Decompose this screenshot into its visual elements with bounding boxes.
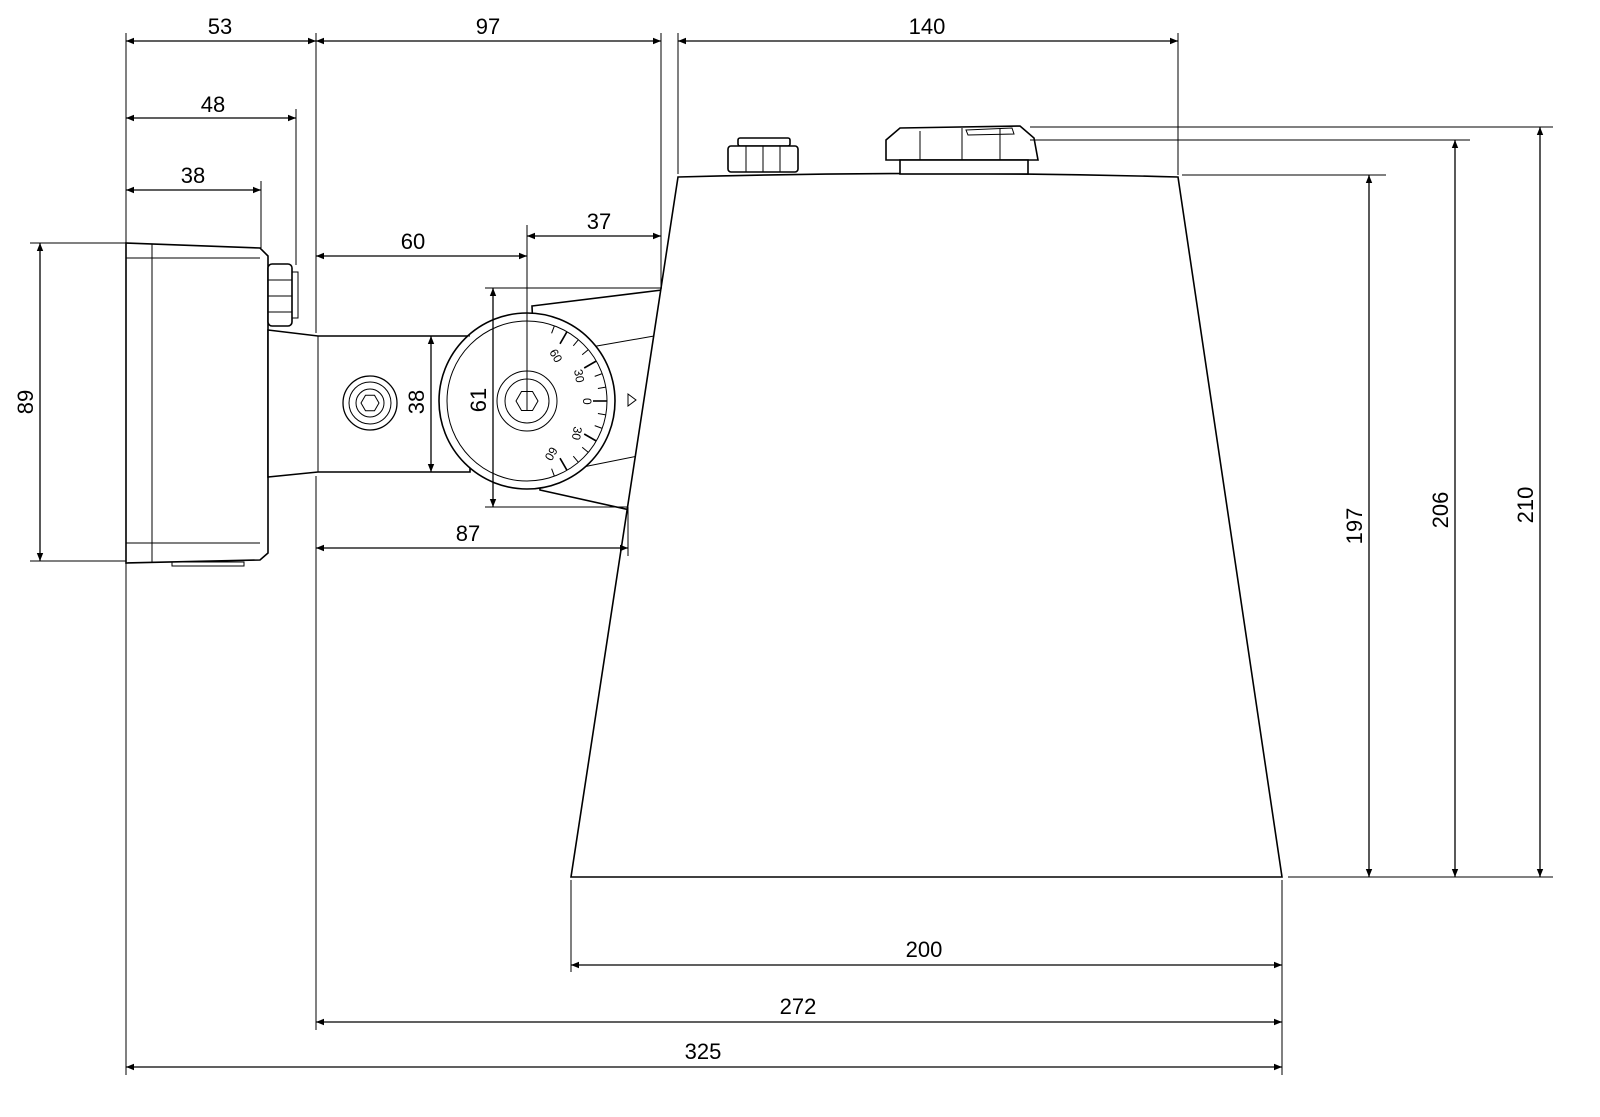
dial-tick <box>551 325 555 334</box>
dim-label-48: 48 <box>201 92 225 117</box>
dial-zero-marker-icon <box>627 393 637 407</box>
dial-label-plus-30: 30 <box>571 368 587 384</box>
top-cap <box>885 125 1039 175</box>
dial-tick <box>581 349 589 356</box>
dial-tick <box>594 373 603 377</box>
dimension-lines <box>36 37 1544 1071</box>
dial-tick <box>559 457 568 471</box>
dim-label-38-arm: 38 <box>404 390 429 414</box>
dim-label-38-top: 38 <box>181 163 205 188</box>
dial-tick <box>594 425 603 429</box>
dim-label-206: 206 <box>1428 492 1453 529</box>
dial-tick <box>559 331 568 345</box>
wall-box <box>125 242 269 567</box>
dim-label-53: 53 <box>208 14 232 39</box>
dim-label-140: 140 <box>909 14 946 39</box>
dial-ticks <box>551 325 607 477</box>
dial-tick <box>583 360 597 369</box>
dim-label-325: 325 <box>685 1039 722 1064</box>
dial-label-minus-30: 30 <box>569 425 585 441</box>
top-cable-gland <box>727 137 799 173</box>
dial-label-zero: 0 <box>580 398 594 405</box>
dim-label-272: 272 <box>780 994 817 1019</box>
dim-label-87: 87 <box>456 521 480 546</box>
siren-horn-body <box>570 172 1283 878</box>
dial-label-plus-60: 60 <box>546 347 565 366</box>
dial-label-minus-60: 60 <box>542 445 561 464</box>
dial-tick <box>597 386 606 389</box>
dial-tick <box>583 433 597 442</box>
dim-label-61: 61 <box>466 388 491 412</box>
dim-label-197: 197 <box>1342 508 1367 545</box>
dial-tick <box>551 468 555 477</box>
dial-tick <box>572 339 579 347</box>
dial-tick <box>581 446 589 453</box>
box-cable-gland <box>267 263 299 327</box>
arm-hex-screw <box>342 375 398 431</box>
dim-label-89: 89 <box>13 390 38 414</box>
dial-tick <box>572 455 579 463</box>
dial-tick <box>597 413 606 416</box>
dim-label-37: 37 <box>587 209 611 234</box>
extension-lines <box>30 33 1553 1075</box>
dim-label-97: 97 <box>476 14 500 39</box>
dim-label-200: 200 <box>906 937 943 962</box>
dimension-labels: 53 97 140 48 38 60 37 89 38 61 87 197 20… <box>13 14 1538 1064</box>
dim-label-210: 210 <box>1513 487 1538 524</box>
dim-label-60: 60 <box>401 229 425 254</box>
